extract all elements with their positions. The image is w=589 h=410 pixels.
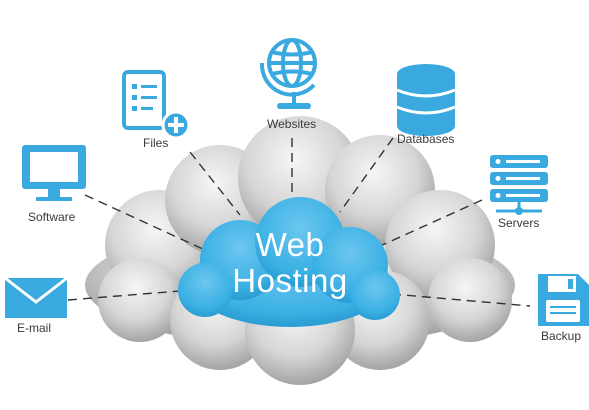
label-databases: Databases — [397, 132, 455, 146]
center-title-line1: Web — [255, 226, 325, 263]
connector-servers — [377, 199, 483, 248]
file-add-icon — [122, 70, 191, 140]
floppy-disk-icon — [538, 274, 589, 326]
database-icon — [396, 64, 456, 136]
label-backup: Backup — [541, 329, 582, 343]
globe-icon — [259, 38, 317, 109]
envelope-icon — [4, 276, 68, 318]
monitor-icon — [22, 145, 86, 201]
label-websites: Websites — [267, 117, 317, 131]
center-title-line2: Hosting — [232, 262, 348, 299]
connector-backup — [391, 293, 531, 307]
label-email: E-mail — [17, 321, 52, 335]
server-rack-icon — [490, 155, 548, 215]
label-files: Files — [143, 136, 169, 150]
connector-lines — [67, 137, 531, 307]
connector-email — [67, 289, 193, 301]
label-servers: Servers — [498, 216, 540, 230]
connector-databases — [339, 137, 394, 213]
label-software: Software — [28, 210, 76, 224]
web-hosting-cloud — [178, 197, 400, 327]
connector-software — [84, 194, 206, 251]
connector-files — [189, 151, 241, 216]
